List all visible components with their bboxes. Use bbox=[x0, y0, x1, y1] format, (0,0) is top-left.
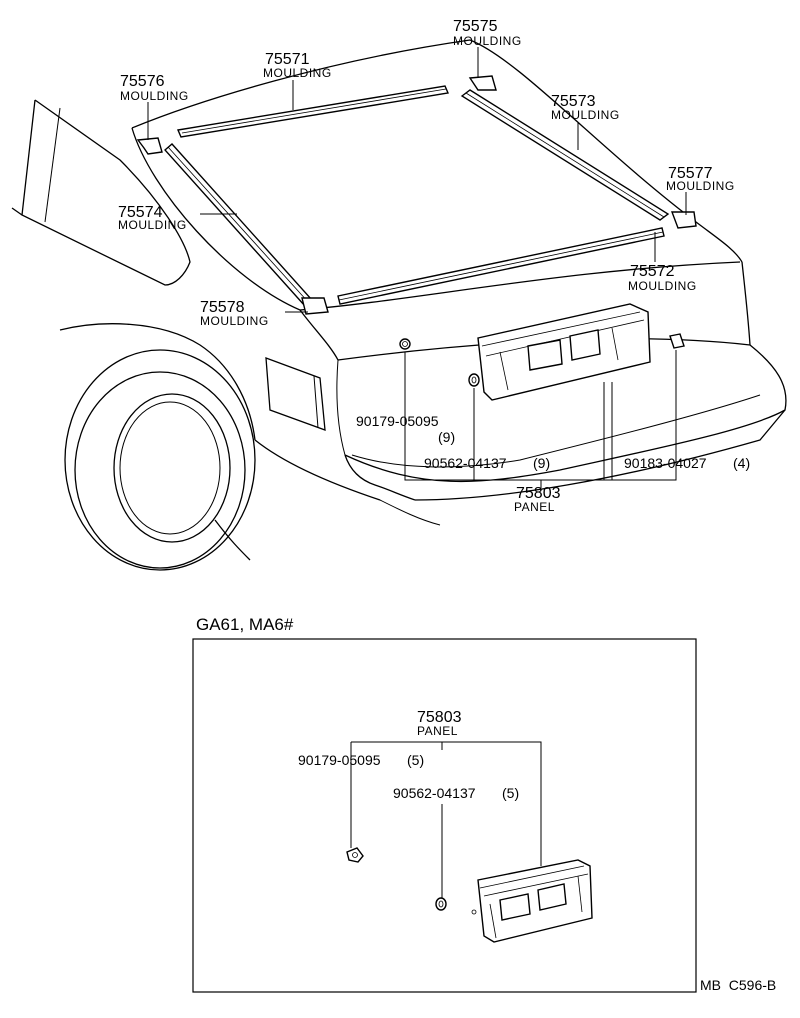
inset-washer-icon bbox=[435, 897, 447, 911]
clip-90183-main-icon bbox=[669, 333, 685, 349]
callout-75577-num: 75577 bbox=[668, 165, 713, 182]
callout-75572-name: MOULDING bbox=[628, 279, 697, 293]
panel-75803-main[interactable] bbox=[477, 303, 651, 401]
washer-90562-main-icon bbox=[468, 373, 480, 387]
moulding-75577-corner[interactable] bbox=[670, 211, 697, 229]
car-body bbox=[11, 39, 787, 571]
inset-frame bbox=[192, 638, 697, 993]
callout-75572-num: 75572 bbox=[630, 263, 675, 280]
moulding-75575-corner[interactable] bbox=[468, 75, 497, 91]
bolt-90179-main-num: 90179-05095 bbox=[356, 413, 439, 429]
panel-75803-main-num: 75803 bbox=[516, 485, 561, 502]
leader-lines bbox=[147, 47, 687, 488]
callout-75576-num: 75576 bbox=[120, 73, 165, 90]
callout-75578-num: 75578 bbox=[200, 299, 245, 316]
clip-90183-main-qty: (4) bbox=[733, 455, 750, 471]
inset-washer-qty: (5) bbox=[502, 785, 519, 801]
inset-panel-75803[interactable] bbox=[471, 859, 593, 943]
inset-panel-name: PANEL bbox=[417, 724, 458, 738]
washer-90562-main-qty: (9) bbox=[533, 455, 550, 471]
callout-75571-name: MOULDING bbox=[263, 66, 332, 80]
callout-75575-num: 75575 bbox=[453, 18, 498, 35]
callout-75576-name: MOULDING bbox=[120, 89, 189, 103]
inset-washer-num: 90562-04137 bbox=[393, 785, 476, 801]
inset-bolt-qty: (5) bbox=[407, 752, 424, 768]
inset-bolt-icon bbox=[346, 847, 364, 863]
callout-75577-name: MOULDING bbox=[666, 179, 735, 193]
clip-90183-main-num: 90183-04027 bbox=[624, 455, 707, 471]
panel-75803-main-name: PANEL bbox=[514, 500, 555, 514]
inset-bolt-num: 90179-05095 bbox=[298, 752, 381, 768]
washer-90562-main-num: 90562-04137 bbox=[424, 455, 507, 471]
callout-75575-name: MOULDING bbox=[453, 34, 522, 48]
bolt-90179-main-qty: (9) bbox=[438, 429, 455, 445]
callout-75573-name: MOULDING bbox=[551, 108, 620, 122]
mouldings bbox=[136, 75, 697, 315]
moulding-75576-corner[interactable] bbox=[136, 137, 163, 155]
callout-75574-name: MOULDING bbox=[118, 218, 187, 232]
callout-75578-name: MOULDING bbox=[200, 314, 269, 328]
moulding-75578-corner[interactable] bbox=[301, 297, 329, 315]
callout-75571-num: 75571 bbox=[265, 51, 310, 68]
inset-title: GA61, MA6# bbox=[196, 615, 294, 634]
inset-panel-num: 75803 bbox=[417, 709, 462, 726]
bolt-90179-main-icon bbox=[399, 338, 411, 350]
callout-75574-num: 75574 bbox=[118, 204, 163, 221]
footer-code: MB C596-B bbox=[700, 977, 776, 993]
callout-75573-num: 75573 bbox=[551, 93, 596, 110]
inset-leader-lines bbox=[350, 741, 542, 898]
